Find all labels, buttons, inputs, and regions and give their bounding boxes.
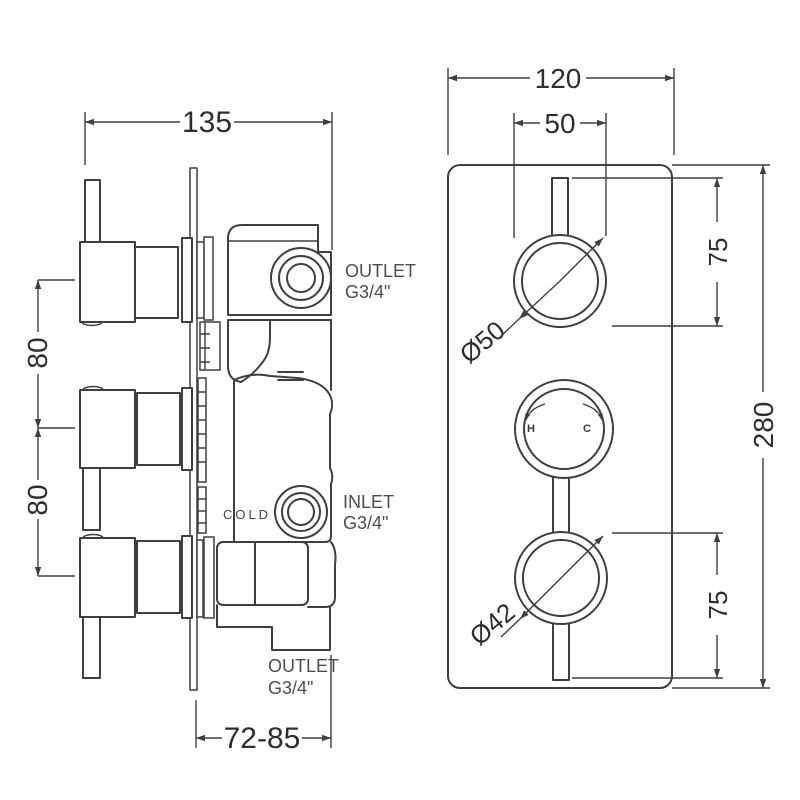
front-lever-bottom [552,621,570,681]
front-dial-middle: H C [514,379,614,479]
dim-handle-spacing: 80 80 [22,279,75,577]
dim-offset-top: 75 [572,177,733,327]
dial-middle-outer [514,379,614,479]
handle-stem [134,246,179,319]
dim-recess-depth: 72-85 [195,655,332,755]
front-lever-top [551,177,569,239]
dim-offset-bottom: 75 [572,532,733,679]
dim-120-label: 120 [535,63,582,94]
side-body-top-block [227,224,332,321]
dim-dial-width: 50 [513,108,607,238]
side-handle-middle [79,377,207,534]
dim-75-top-label: 75 [703,238,733,267]
side-port-labels: OUTLET G3/4" INLET G3/4" OUTLET G3/4" [268,261,416,698]
front-view: Ø50 H C Ø42 120 [447,63,779,689]
side-body-neck [199,319,332,391]
handle-flange [181,387,193,471]
side-body-bottom-block [216,541,337,651]
inlet-port-inner [287,498,315,526]
front-lever-middle [552,473,570,535]
side-handle-top [79,179,214,327]
dim-80-top-label: 80 [22,337,53,368]
handle-knob [79,241,136,323]
outlet-top-label-1: OUTLET [345,261,416,281]
side-view: COLD 135 80 80 [22,106,416,755]
side-body-mid-block: COLD [223,373,334,543]
outlet-port-top-inner [286,263,316,293]
inlet-label-2: G3/4" [343,513,388,533]
hot-direction-arrow [525,403,546,421]
inlet-label-1: INLET [343,492,394,512]
cold-marking: COLD [223,507,271,522]
dim-50-label: 50 [544,108,575,139]
handle-lever [82,616,101,679]
cartridge-rack [197,377,207,534]
dim-72-85-label: 72-85 [224,722,301,755]
handle-stem [136,392,181,466]
dial-bottom-inner [522,539,600,617]
front-dial-bottom: Ø42 [464,531,608,651]
handle-stem [136,540,181,614]
hot-label: H [527,423,535,435]
cold-label: C [583,423,591,435]
handle-flange [181,535,193,619]
outlet-top-label-2: G3/4" [345,282,390,302]
dim-80-bottom-label: 80 [22,484,53,515]
inlet-port-mid [281,492,321,532]
cartridge-sleeve [196,539,204,618]
dial-top-inner [521,242,599,320]
handle-knob [79,389,136,469]
outlet-port-top-mid [278,255,324,301]
dim-side-width: 135 [84,106,333,250]
outlet-bottom-label-2: G3/4" [268,678,313,698]
dim-135-label: 135 [182,106,232,139]
dim-plate-height: 280 [672,164,779,689]
outlet-port-top-outer [270,247,332,309]
dim-75-bottom-label: 75 [703,591,733,620]
dial-middle-inner [523,388,605,470]
side-handle-bottom [79,533,215,679]
cartridge-sleeve [196,241,205,319]
outlet-bottom-label-1: OUTLET [268,656,339,676]
dim-plate-width: 120 [447,63,675,155]
dim-280-label: 280 [748,402,779,449]
handle-knob [79,537,136,618]
cold-direction-arrow [582,403,603,421]
handle-flange [181,237,193,323]
handle-lever [84,179,101,243]
handle-lever [82,467,101,531]
cartridge-sleeve [203,236,214,321]
cartridge-sleeve [203,536,215,619]
